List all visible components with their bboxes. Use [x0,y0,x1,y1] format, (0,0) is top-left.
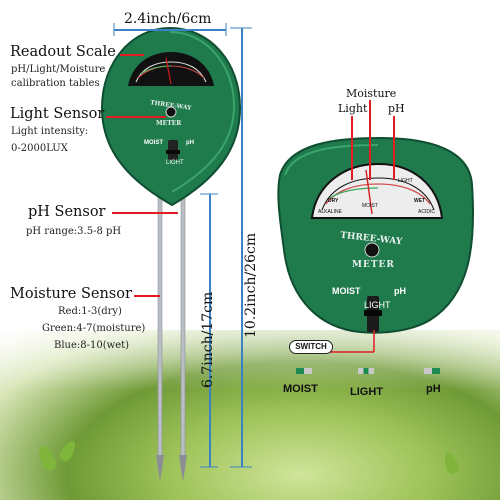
probe-dimension-line [209,194,211,467]
moisture-sensor-pointer [134,295,160,297]
moisture-red: Red:1-3(dry) [58,306,122,317]
zoom-light-label: Light [338,102,368,115]
zoom-ph-label: pH [388,102,405,115]
zoom-dial-acidic: ACIDIC [418,209,435,215]
light-sensor-title: Light Sensor [10,106,105,122]
ph-sensor-pointer [112,212,178,214]
height-dimension-label: 10.2inch/26cm [243,232,259,338]
height-dimension-line [241,28,243,467]
moisture-sensor-title: Moisture Sensor [10,286,132,302]
zoom-light-pointer [351,116,353,180]
device-switch-moist: MOIST [144,140,163,146]
probe-dimension-label: 6.7inch/17cm [200,291,216,388]
device-brand-bottom: METER [156,120,182,127]
light-swatch [358,368,374,374]
switch-tag: SWITCH [289,340,333,354]
moisture-green: Green:4-7(moisture) [42,323,146,334]
ph-sensor-title: pH Sensor [28,204,106,220]
zoom-dial-moist: MOIST [362,203,378,209]
moist-swatch [296,368,312,374]
zoom-switch-moist: MOIST [332,286,361,296]
device-switch-ph: pH [186,140,194,146]
readout-scale-subtitle-2: calibration tables [11,78,100,89]
mode-moist: MOIST [283,383,318,395]
readout-scale-pointer [120,54,144,56]
zoom-ph-pointer [393,116,395,180]
ph-swatch [424,368,440,374]
device-switch-light: LIGHT [166,160,184,166]
light-sensor-range: 0-2000LUX [11,143,68,154]
ph-sensor-range: pH range:3.5-8 pH [26,226,122,237]
light-sensor-pointer [106,116,166,118]
width-dimension-label: 2.4inch/6cm [124,11,212,27]
zoom-moisture-pointer [369,100,371,180]
zoom-switch-ph: pH [394,286,406,296]
moisture-blue: Blue:8-10(wet) [54,340,130,351]
readout-scale-title: Readout Scale [10,44,116,60]
zoom-moisture-label: Moisture [346,87,397,100]
width-dimension-line [114,29,226,31]
zoom-dial-alkaline: ALKALINE [318,209,342,215]
zoom-dial-dry: DRY [328,198,339,204]
light-sensor-subtitle: Light intensity: [11,126,89,137]
zoom-dial-wet: WET [414,198,426,204]
zoom-brand-bottom: METER [352,260,395,270]
zoom-switch-light: LIGHT [364,300,391,310]
readout-scale-subtitle: pH/Light/Moisture [11,64,106,75]
zoom-dial-light: LIGHT [398,178,413,184]
mode-light: LIGHT [350,386,383,398]
mode-ph: pH [426,383,441,395]
